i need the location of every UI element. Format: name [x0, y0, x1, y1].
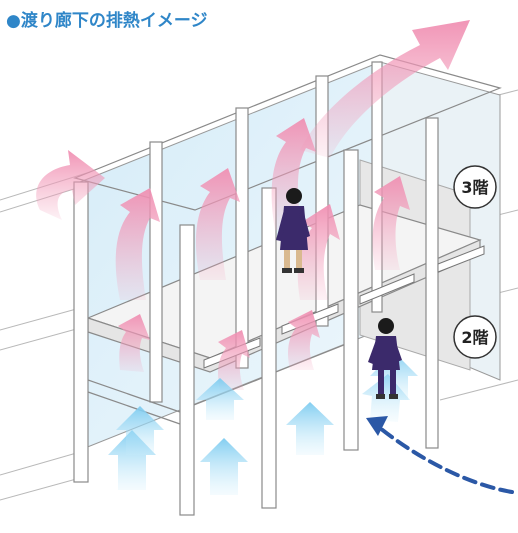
- warm-air-arrow: [195, 168, 240, 280]
- diagram-title: ●渡り廊下の排熱イメージ: [6, 11, 208, 31]
- person-figure-lower: [368, 318, 402, 399]
- cool-air-arrow: [200, 438, 248, 495]
- floor-label-2f-text: 2階: [461, 328, 488, 347]
- warm-air-arrow: [297, 204, 340, 300]
- warm-air-arrow: [118, 314, 150, 372]
- warm-air-arrow: [288, 310, 320, 370]
- warm-air-arrow: [300, 20, 470, 158]
- person-figure-upper: [276, 188, 310, 273]
- floor-label-3f: 3階: [453, 165, 497, 209]
- warm-air-arrow: [218, 330, 250, 390]
- cool-air-arrow: [116, 406, 164, 455]
- cool-air-arrow: [362, 374, 410, 422]
- warm-air-arrows: [36, 20, 470, 390]
- cool-air-arrow: [286, 402, 334, 455]
- warm-air-arrow: [36, 150, 105, 220]
- warm-air-arrow: [115, 188, 160, 300]
- airflow-dashed-arrow: [366, 416, 514, 494]
- cool-air-arrow: [196, 378, 244, 420]
- floor-label-2f: 2階: [453, 315, 497, 359]
- warm-air-arrow: [271, 118, 316, 230]
- warm-air-arrow: [372, 176, 410, 270]
- floor-label-3f-text: 3階: [461, 178, 488, 197]
